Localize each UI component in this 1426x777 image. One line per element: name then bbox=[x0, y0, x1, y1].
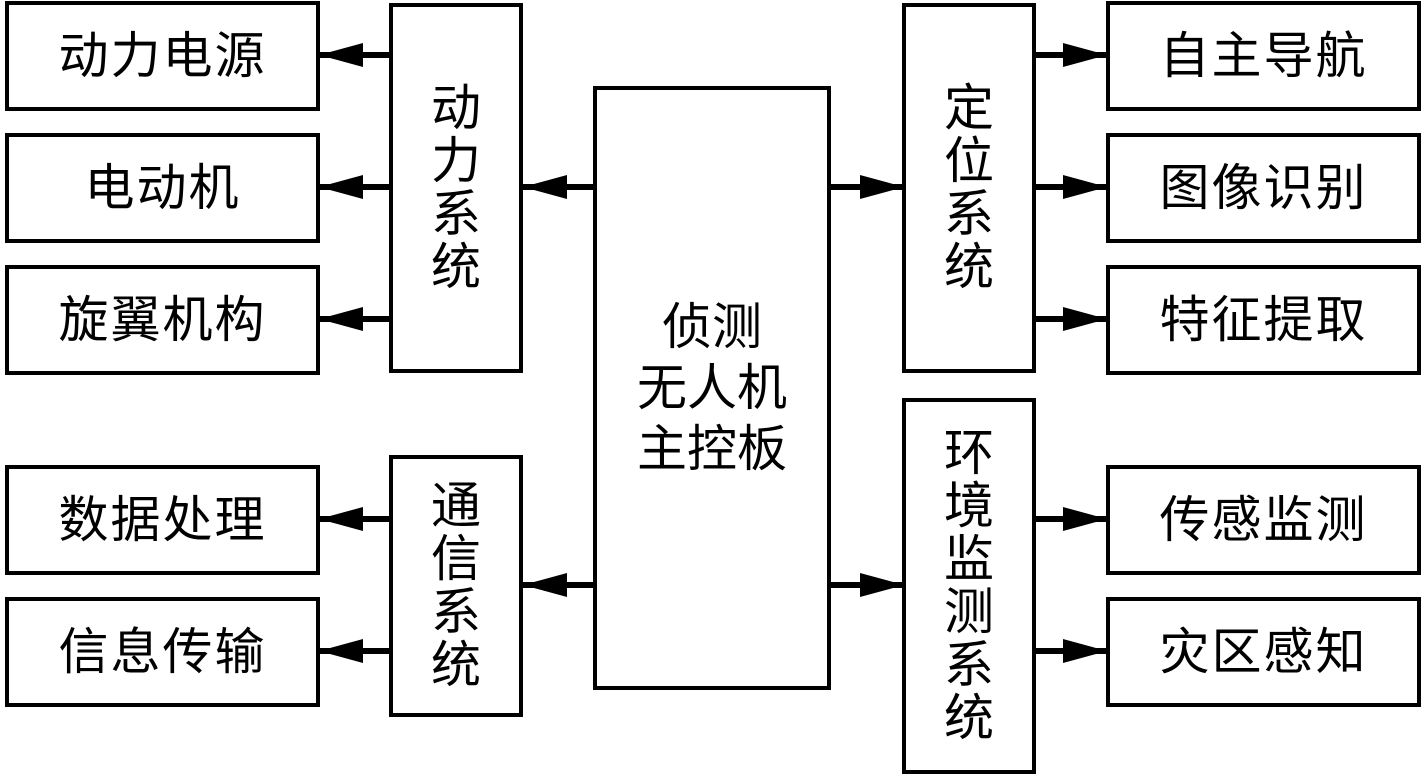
main-control-board: 侦测 无人机 主控板 bbox=[593, 86, 831, 690]
power-item-3-label: 旋翼机构 bbox=[58, 291, 267, 349]
power-item-1-label: 动力电源 bbox=[58, 27, 267, 85]
communication-item-2-label: 信息传输 bbox=[58, 623, 267, 681]
power-item-2-label: 电动机 bbox=[84, 159, 241, 217]
communication-item-1-label: 数据处理 bbox=[58, 491, 267, 549]
positioning-item-1-label: 自主导航 bbox=[1159, 27, 1368, 85]
power-system-label: 动力系统 bbox=[431, 79, 481, 296]
main-board-line-2: 无人机 bbox=[637, 358, 787, 417]
environment-item-2-label: 灾区感知 bbox=[1159, 623, 1368, 681]
power-item-2-box: 电动机 bbox=[5, 133, 320, 243]
communication-system-label: 通信系统 bbox=[431, 477, 481, 694]
main-board-line-1: 侦测 bbox=[662, 297, 762, 356]
communication-item-1-box: 数据处理 bbox=[5, 465, 320, 575]
positioning-item-2-box: 图像识别 bbox=[1106, 133, 1421, 243]
environment-monitoring-system-box: 环境监测系统 bbox=[902, 398, 1036, 774]
positioning-system-label: 定位系统 bbox=[944, 79, 994, 296]
environment-item-2-box: 灾区感知 bbox=[1106, 597, 1421, 707]
positioning-system-box: 定位系统 bbox=[902, 3, 1036, 373]
positioning-item-3-box: 特征提取 bbox=[1106, 265, 1421, 375]
environment-item-1-label: 传感监测 bbox=[1159, 491, 1368, 549]
communication-system-box: 通信系统 bbox=[389, 455, 523, 717]
positioning-item-1-box: 自主导航 bbox=[1106, 1, 1421, 111]
environment-item-1-box: 传感监测 bbox=[1106, 465, 1421, 575]
environment-system-label: 环境监测系统 bbox=[944, 424, 994, 747]
positioning-item-2-label: 图像识别 bbox=[1159, 159, 1368, 217]
power-item-3-box: 旋翼机构 bbox=[5, 265, 320, 375]
main-board-line-3: 主控板 bbox=[637, 419, 787, 478]
power-system-box: 动力系统 bbox=[389, 3, 523, 373]
positioning-item-3-label: 特征提取 bbox=[1159, 291, 1368, 349]
communication-item-2-box: 信息传输 bbox=[5, 597, 320, 707]
power-item-1-box: 动力电源 bbox=[5, 1, 320, 111]
